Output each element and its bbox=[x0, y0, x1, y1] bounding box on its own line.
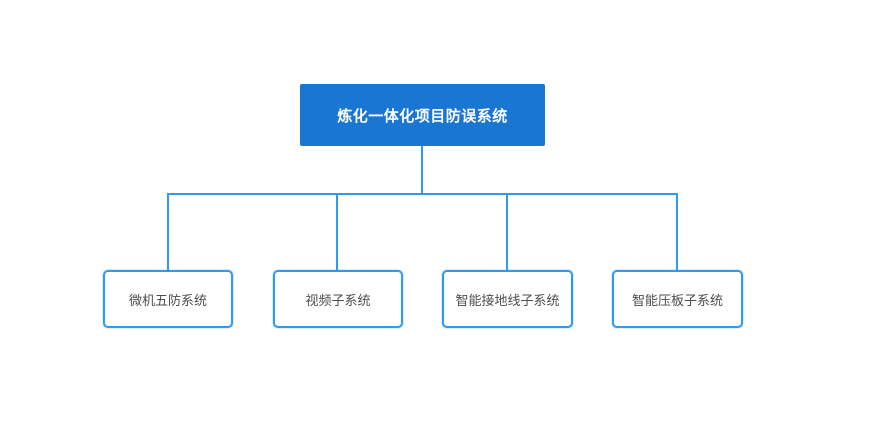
connector-root-stem bbox=[421, 146, 423, 194]
connector-drop-1 bbox=[167, 193, 169, 271]
child-node-1[interactable]: 微机五防系统 bbox=[103, 270, 233, 328]
child-node-2-label: 视频子系统 bbox=[305, 292, 371, 308]
child-node-1-label: 微机五防系统 bbox=[128, 292, 207, 308]
child-node-4-label: 智能压板子系统 bbox=[631, 292, 723, 308]
child-node-3[interactable]: 智能接地线子系统 bbox=[442, 270, 573, 328]
root-node[interactable]: 炼化一体化项目防误系统 bbox=[300, 84, 545, 146]
child-node-3-label: 智能接地线子系统 bbox=[455, 292, 560, 308]
connector-drop-2 bbox=[336, 193, 338, 271]
connector-horizontal-rail bbox=[167, 193, 678, 195]
root-node-label: 炼化一体化项目防误系统 bbox=[337, 107, 508, 125]
child-node-4[interactable]: 智能压板子系统 bbox=[612, 270, 743, 328]
connector-drop-3 bbox=[506, 193, 508, 271]
child-node-2[interactable]: 视频子系统 bbox=[273, 270, 403, 328]
connector-drop-4 bbox=[676, 193, 678, 271]
